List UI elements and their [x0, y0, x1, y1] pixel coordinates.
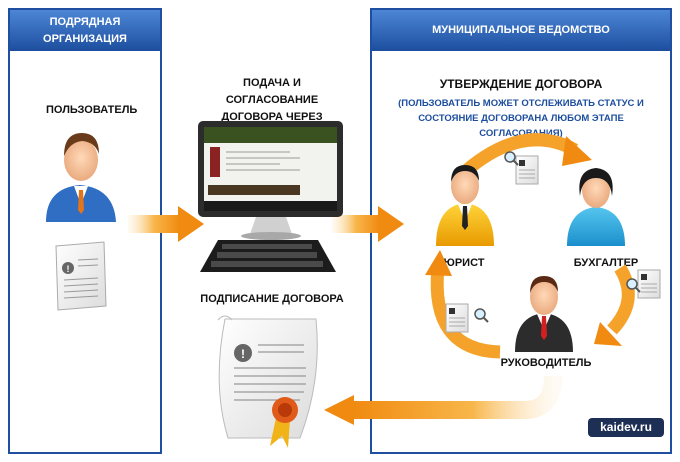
user-avatar — [46, 133, 116, 222]
manager-label: РУКОВОДИТЕЛЬ — [500, 357, 592, 369]
computer-monitor-icon — [198, 121, 343, 240]
municipal-panel-header: МУНИЦИПАЛЬНОЕ ВЕДОМСТВО — [372, 10, 670, 51]
cycle-arrowhead-1 — [562, 136, 592, 166]
user-document-icon: ! — [55, 241, 107, 311]
lawyer-label: ЮРИСТ — [443, 257, 485, 269]
approval-note: (ПОЛЬЗОВАТЕЛЬ МОЖЕТ ОТСЛЕЖИВАТЬ СТАТУС И… — [398, 98, 644, 139]
user-label: ПОЛЬЗОВАТЕЛЬ — [46, 104, 138, 116]
arrow-return-to-sign — [324, 375, 562, 425]
cycle-arrowhead-3 — [425, 250, 452, 276]
wax-seal-icon — [270, 397, 298, 448]
approval-title: УТВЕРЖДЕНИЕ ДОГОВОРА — [439, 77, 603, 91]
svg-text:!: ! — [67, 264, 70, 274]
review-document-icon-3 — [445, 303, 489, 333]
accountant-label: БУХГАЛТЕР — [573, 257, 639, 269]
signed-contract-icon: ! — [217, 315, 318, 439]
manager-avatar — [515, 276, 573, 352]
keyboard-icon — [200, 240, 336, 272]
contractor-panel-header: ПОДРЯДНАЯ ОРГАНИЗАЦИЯ — [10, 10, 160, 51]
watermark: kaidev.ru — [588, 418, 664, 437]
svg-text:!: ! — [241, 347, 245, 361]
accountant-avatar — [567, 168, 625, 246]
cycle-arrowhead-2 — [594, 322, 622, 346]
review-document-icon-2 — [626, 269, 661, 299]
arrow-user-to-pc — [128, 206, 204, 242]
review-document-icon-1 — [504, 151, 539, 185]
sign-label: ПОДПИСАНИЕ ДОГОВОРА — [200, 293, 344, 305]
lawyer-avatar — [436, 165, 494, 246]
arrow-pc-to-municipal — [332, 206, 404, 242]
